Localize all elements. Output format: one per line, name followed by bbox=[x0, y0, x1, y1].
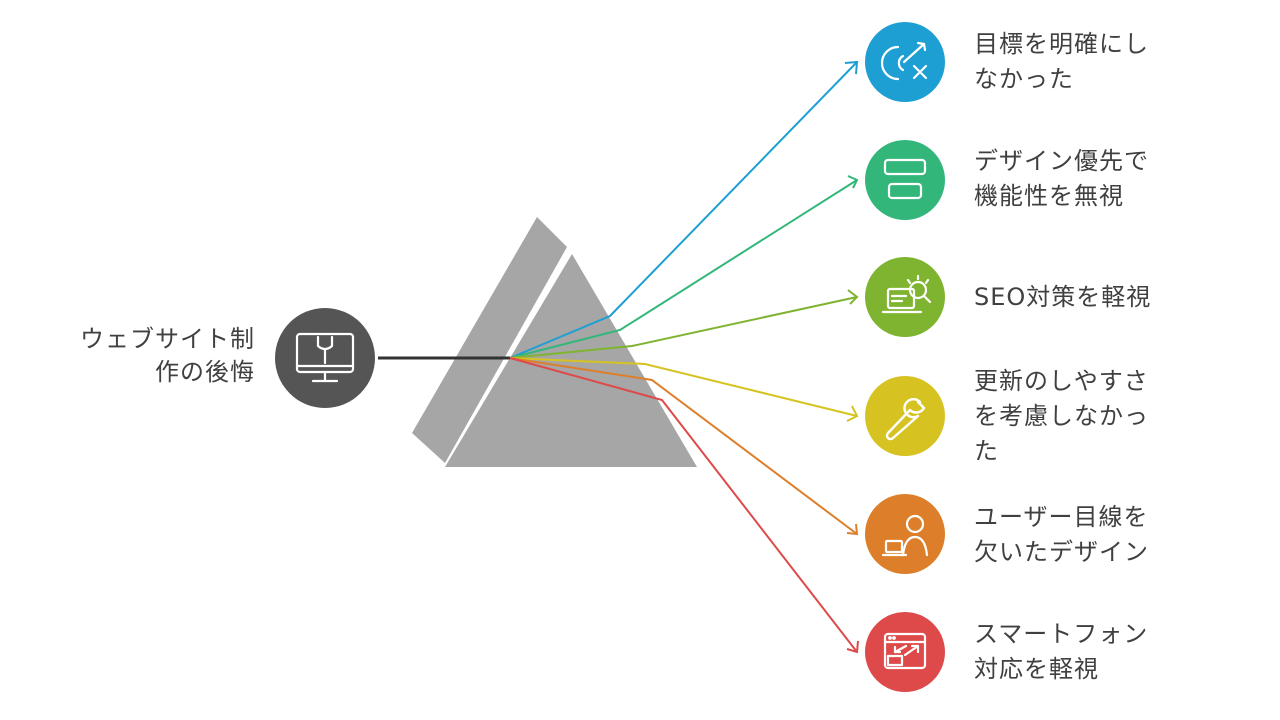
output-label-line: た bbox=[974, 437, 999, 465]
output-node-0 bbox=[865, 22, 945, 102]
beam-0 bbox=[509, 61, 858, 359]
seo-search-laptop-icon bbox=[881, 274, 932, 314]
computer-wrench-icon bbox=[295, 332, 355, 383]
output-label-1: デザイン優先で 機能性を無視 bbox=[974, 144, 1264, 214]
output-label-line: 対応を軽視 bbox=[974, 655, 1099, 683]
output-label-4: ユーザー目線を 欠いたデザイン bbox=[974, 500, 1264, 570]
beam-1 bbox=[509, 179, 858, 359]
source-label-line: ウェブサイト制 bbox=[80, 325, 255, 353]
output-beams bbox=[509, 61, 858, 653]
source-label: ウェブサイト制 作の後悔 bbox=[40, 323, 255, 389]
output-label-line: デザイン優先で bbox=[974, 147, 1149, 175]
output-label-line: を考慮しなかっ bbox=[974, 402, 1149, 430]
arrowhead-5 bbox=[846, 640, 859, 654]
output-label-5: スマートフォン 対応を軽視 bbox=[974, 617, 1264, 687]
output-node-5 bbox=[865, 612, 945, 692]
target-miss-icon bbox=[880, 41, 928, 81]
output-label-2: SEO対策を軽視 bbox=[974, 280, 1264, 315]
prism-side-face bbox=[412, 217, 567, 463]
beam-4 bbox=[509, 357, 858, 535]
source-label-line: 作の後悔 bbox=[155, 358, 255, 386]
output-label-line: なかった bbox=[974, 65, 1074, 93]
source-node bbox=[275, 308, 375, 408]
output-circle-1 bbox=[865, 140, 945, 220]
output-node-3 bbox=[865, 376, 945, 456]
output-node-1 bbox=[865, 140, 945, 220]
output-node-4 bbox=[865, 494, 945, 574]
output-label-line: SEO対策を軽視 bbox=[974, 283, 1152, 311]
responsive-window-icon bbox=[883, 632, 927, 670]
user-laptop-icon bbox=[881, 514, 929, 557]
output-circle-5 bbox=[865, 612, 945, 692]
output-label-line: 更新のしやすさ bbox=[974, 367, 1149, 395]
arrowhead-0 bbox=[844, 60, 859, 75]
arrowhead-3 bbox=[846, 405, 859, 422]
arrowheads bbox=[844, 60, 859, 654]
output-label-3: 更新のしやすさ を考慮しなかっ た bbox=[974, 364, 1264, 469]
arrowhead-2 bbox=[847, 289, 859, 305]
beam-2 bbox=[509, 296, 858, 359]
layout-blocks-icon bbox=[883, 158, 927, 200]
arrowhead-4 bbox=[846, 523, 859, 536]
beam-5 bbox=[509, 357, 858, 653]
output-label-line: ユーザー目線を bbox=[974, 503, 1149, 531]
wrench-icon bbox=[885, 398, 926, 441]
output-label-line: 目標を明確にし bbox=[974, 30, 1149, 58]
output-nodes bbox=[865, 22, 945, 692]
beam-3 bbox=[509, 357, 858, 417]
output-circle-4 bbox=[865, 494, 945, 574]
arrowhead-1 bbox=[847, 175, 859, 189]
output-node-2 bbox=[865, 257, 945, 337]
output-label-line: 機能性を無視 bbox=[974, 182, 1124, 210]
output-label-line: スマートフォン bbox=[974, 620, 1149, 648]
output-label-line: 欠いたデザイン bbox=[974, 538, 1149, 566]
output-label-0: 目標を明確にし なかった bbox=[974, 27, 1264, 97]
